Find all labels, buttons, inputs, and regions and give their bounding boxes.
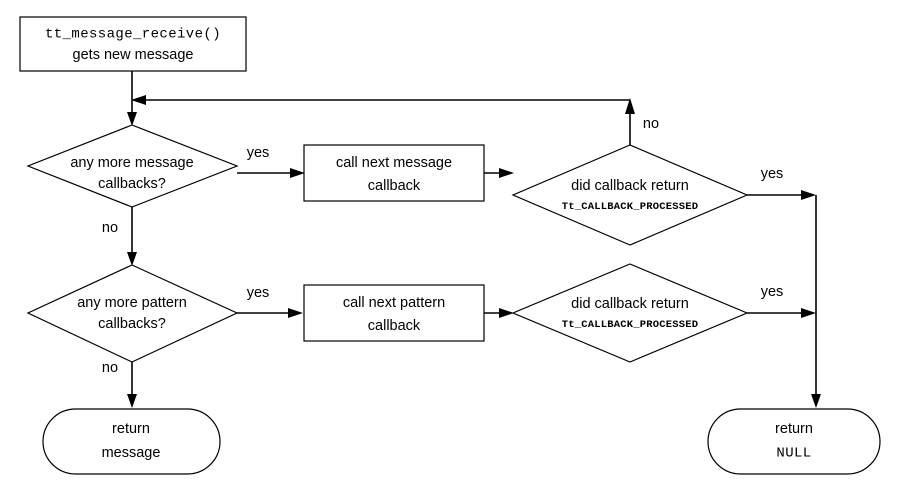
node-decision-pattern-callbacks[interactable]: any more pattern callbacks? — [26, 264, 239, 363]
node-decision-message-callbacks[interactable]: any more message callbacks? — [26, 124, 239, 208]
node-process-pattern-callback[interactable]: call next pattern callback — [303, 284, 485, 342]
edge-label-message-callbacks-no: no — [102, 220, 118, 236]
edge-label-message-return-yes: yes — [761, 166, 784, 182]
node-decision-pattern-return[interactable]: did callback return Tt_CALLBACK_PROCESSE… — [511, 263, 749, 363]
edge-label-message-return-no: no — [643, 116, 659, 132]
arrowhead-down-into-message-decision — [127, 112, 137, 126]
arrowhead-right-into-message-process — [290, 168, 305, 178]
node-decision-pattern-callbacks-line1: any more pattern — [77, 295, 187, 311]
edge-message-return-no-feedback — [131, 95, 635, 145]
edge-pattern-callbacks-no — [127, 362, 137, 408]
node-decision-message-return-line1: did callback return — [571, 178, 689, 194]
node-process-pattern-callback-line2: callback — [368, 318, 421, 334]
arrowhead-down-into-pattern-decision — [127, 252, 137, 266]
node-start-line2: gets new message — [73, 47, 194, 63]
edge-pattern-return-yes — [747, 308, 816, 318]
edge-start-to-message-decision — [127, 70, 137, 126]
edge-label-pattern-callbacks-no: no — [102, 360, 118, 376]
node-terminal-return-message-line1: return — [112, 421, 150, 437]
arrowhead-right-into-null-spine-bottom — [801, 308, 816, 318]
edge-pattern-callbacks-yes — [237, 308, 303, 318]
node-decision-pattern-return-line1: did callback return — [571, 296, 689, 312]
node-start-line1: tt_message_receive() — [45, 27, 221, 43]
node-decision-pattern-callbacks-line2: callbacks? — [98, 316, 166, 332]
edge-pattern-process-to-return-decision — [484, 308, 514, 318]
node-process-message-callback-line1: call next message — [336, 155, 452, 171]
edge-message-callbacks-no — [127, 207, 137, 266]
arrowhead-right-into-pattern-return-decision — [499, 308, 514, 318]
node-terminal-return-null[interactable]: return NULL — [707, 408, 881, 475]
node-decision-message-callbacks-line2: callbacks? — [98, 176, 166, 192]
arrowhead-right-into-null-spine-top — [801, 190, 816, 200]
node-terminal-return-null-line2: NULL — [776, 446, 811, 462]
node-terminal-return-null-line1: return — [775, 421, 813, 437]
node-process-pattern-callback-line1: call next pattern — [343, 295, 445, 311]
node-decision-message-return-line2: Tt_CALLBACK_PROCESSED — [562, 201, 699, 213]
edge-label-message-callbacks-yes: yes — [247, 145, 270, 161]
node-decision-message-return[interactable]: did callback return Tt_CALLBACK_PROCESSE… — [511, 144, 749, 246]
arrowhead-left-into-spine — [131, 95, 146, 105]
edge-message-callbacks-yes — [237, 168, 305, 178]
arrowhead-down-into-return-null — [811, 394, 821, 408]
arrowhead-up-at-feedback-corner — [625, 98, 635, 114]
edge-message-return-yes — [747, 190, 816, 200]
edge-message-process-to-return-decision — [484, 168, 514, 178]
node-start[interactable]: tt_message_receive() gets new message — [19, 16, 247, 72]
node-decision-message-callbacks-line1: any more message — [70, 155, 193, 171]
node-decision-pattern-return-line2: Tt_CALLBACK_PROCESSED — [562, 319, 699, 331]
arrowhead-right-into-pattern-process — [288, 308, 303, 318]
edge-null-spine — [811, 195, 821, 408]
edge-label-pattern-return-yes: yes — [761, 284, 784, 300]
arrowhead-right-into-message-return-decision — [499, 168, 514, 178]
edge-label-pattern-callbacks-yes: yes — [247, 285, 270, 301]
node-terminal-return-message[interactable]: return message — [42, 408, 221, 475]
node-terminal-return-message-line2: message — [102, 445, 161, 461]
arrowhead-down-into-return-message — [127, 394, 137, 408]
node-process-message-callback-line2: callback — [368, 178, 421, 194]
node-process-message-callback[interactable]: call next message callback — [303, 144, 485, 202]
